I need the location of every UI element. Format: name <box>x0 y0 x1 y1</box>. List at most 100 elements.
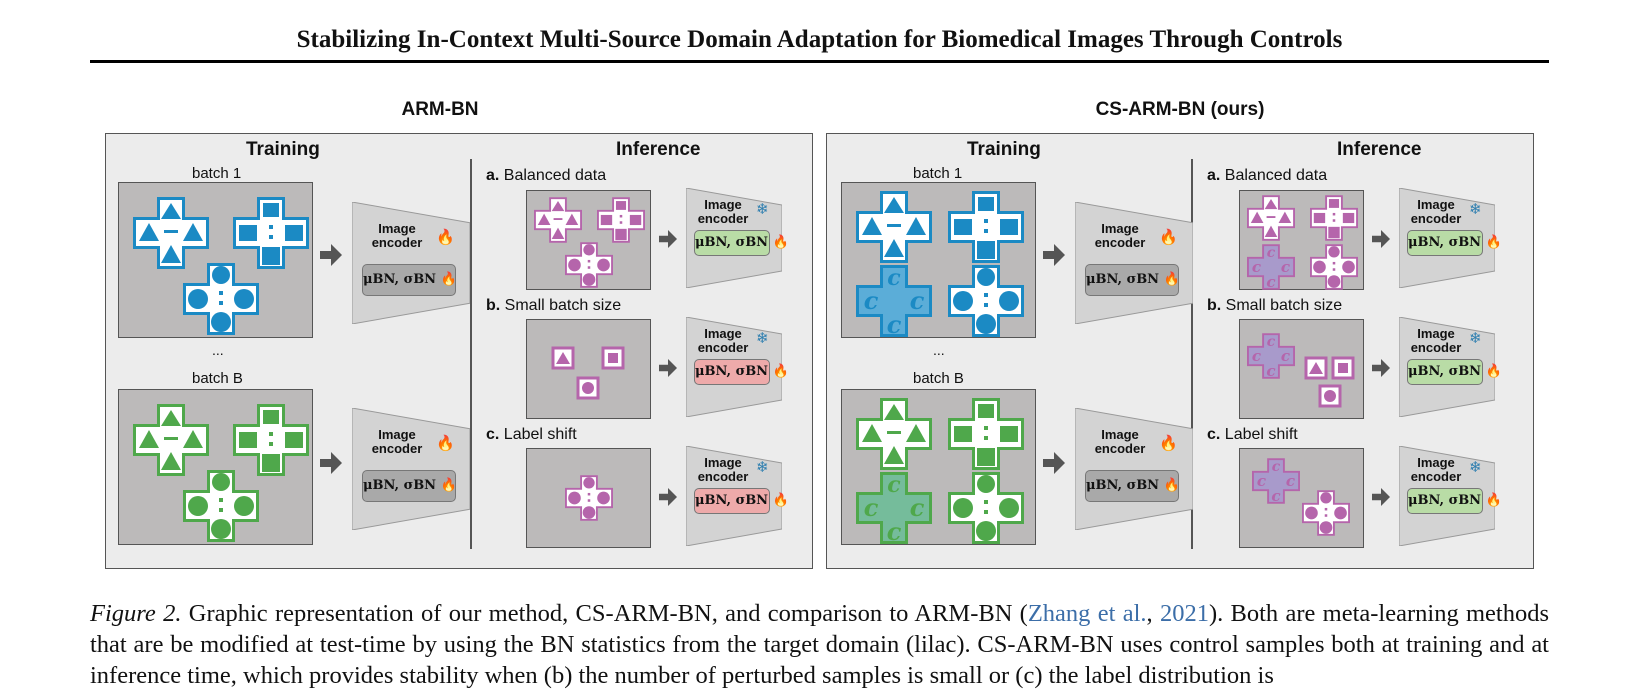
blue-cell-icons <box>842 183 1037 339</box>
encoder-label-line2: encoder <box>697 340 749 355</box>
figure-label: Figure 2. <box>90 600 182 627</box>
encoder-label-line2: encoder <box>1410 340 1462 355</box>
encoder-label-line1: Image <box>1101 427 1139 442</box>
section-divider <box>470 159 472 549</box>
flame-icon: 🔥 <box>1159 435 1178 452</box>
bn-statistics-box: μBN, σBN 🔥 <box>362 470 457 502</box>
batch-ellipsis: ... <box>933 342 945 358</box>
lilac-cell-icons <box>1240 191 1365 291</box>
lilac-triangle-icon <box>1304 356 1328 380</box>
blue-square-cross-icon <box>233 197 309 269</box>
snowflake-icon: ❄ <box>756 459 769 476</box>
snowflake-icon: ❄ <box>1469 459 1482 476</box>
lilac-square-cross-icon <box>597 197 645 242</box>
green-triangle-cross-icon <box>856 398 932 470</box>
encoder-label-line2: encoder <box>697 211 749 226</box>
encoder-label-line1: Image <box>1417 455 1455 470</box>
lilac-shift-icons <box>1240 449 1365 549</box>
batch-1-label: batch 1 <box>192 165 242 182</box>
blue-circle-cross-icon <box>948 265 1024 337</box>
inference-batch-balanced <box>526 190 651 290</box>
snowflake-icon: ❄ <box>756 201 769 218</box>
snowflake-icon: ❄ <box>1469 201 1482 218</box>
right-arrow-icon <box>659 230 677 248</box>
encoder-label-line1: Image <box>704 197 742 212</box>
citation-author-link[interactable]: Zhang et al. <box>1027 600 1147 627</box>
lilac-small-icons <box>1240 320 1355 408</box>
paper-title: Stabilizing In-Context Multi-Source Doma… <box>296 26 1343 53</box>
encoder-label-line2: encoder <box>371 235 423 250</box>
bn-statistics-box: μBN, σBN 🔥 <box>1407 359 1502 385</box>
lilac-control-cross-icon <box>1247 333 1295 380</box>
encoder-label-line2: encoder <box>1094 441 1146 456</box>
case-a-label: a. Balanced data <box>486 167 607 184</box>
right-panel-title: CS-ARM-BN (ours) <box>1095 99 1265 120</box>
training-batch-1 <box>118 182 313 338</box>
inference-batch-balanced <box>1239 190 1364 290</box>
right-arrow-icon <box>320 452 342 474</box>
bn-statistics-box: μBN, σBN 🔥 <box>694 488 789 514</box>
blue-control-cross-icon <box>856 265 932 339</box>
right-arrow-icon <box>1043 244 1065 266</box>
right-arrow-icon <box>659 488 677 506</box>
lilac-circle-icon <box>576 376 600 400</box>
blue-triangle-cross-icon <box>856 191 932 263</box>
section-divider <box>1191 159 1193 549</box>
blue-cell-icons <box>119 183 314 339</box>
case-b-label: b. Small batch size <box>486 297 622 314</box>
blue-circle-cross-icon <box>183 263 259 335</box>
title-rule <box>90 60 1549 63</box>
lilac-shift-icons <box>527 449 652 549</box>
encoder-label-line1: Image <box>378 221 416 236</box>
training-heading: Training <box>246 139 320 160</box>
training-heading: Training <box>967 139 1041 160</box>
inference-heading: Inference <box>1337 139 1422 160</box>
bn-statistics-box: μBN, σBN 🔥 <box>694 359 789 385</box>
lilac-cell-icons <box>527 191 652 291</box>
inference-batch-small <box>1239 319 1364 419</box>
blue-square-cross-icon <box>948 191 1024 263</box>
lilac-circle-cross-icon <box>1310 244 1358 289</box>
lilac-triangle-cross-icon <box>1247 195 1295 240</box>
green-square-cross-icon <box>233 404 309 476</box>
caption-text-1: Graphic representation of our method, CS… <box>181 600 1028 627</box>
batch-b-label: batch B <box>913 370 964 387</box>
encoder-label-line2: encoder <box>371 441 423 456</box>
lilac-circle-cross-icon <box>565 475 613 520</box>
green-cell-icons <box>842 390 1037 546</box>
right-arrow-icon <box>320 244 342 266</box>
citation-year-link[interactable]: 2021 <box>1159 600 1209 627</box>
lilac-square-icon <box>601 346 625 370</box>
training-batch-b <box>841 389 1036 545</box>
lilac-circle-icon <box>1318 384 1342 408</box>
snowflake-icon: ❄ <box>756 330 769 347</box>
green-triangle-cross-icon <box>133 404 209 476</box>
green-circle-cross-icon <box>183 470 259 542</box>
encoder-label-line2: encoder <box>1410 469 1462 484</box>
right-arrow-icon <box>1372 230 1390 248</box>
batch-b-label: batch B <box>192 370 243 387</box>
encoder-label-line1: Image <box>1417 326 1455 341</box>
batch-1-label: batch 1 <box>913 165 963 182</box>
right-arrow-icon <box>1372 488 1390 506</box>
lilac-triangle-cross-icon <box>534 197 582 242</box>
cs-arm-bn-panel: Training Inference batch 1 ... batch B a… <box>826 133 1534 569</box>
green-cell-icons <box>119 390 314 546</box>
lilac-square-cross-icon <box>1310 195 1358 240</box>
citation-separator: , <box>1146 600 1160 627</box>
flame-icon: 🔥 <box>1159 229 1178 246</box>
bn-statistics-box: μBN, σBN 🔥 <box>1407 488 1502 514</box>
lilac-single-icons <box>551 346 625 400</box>
